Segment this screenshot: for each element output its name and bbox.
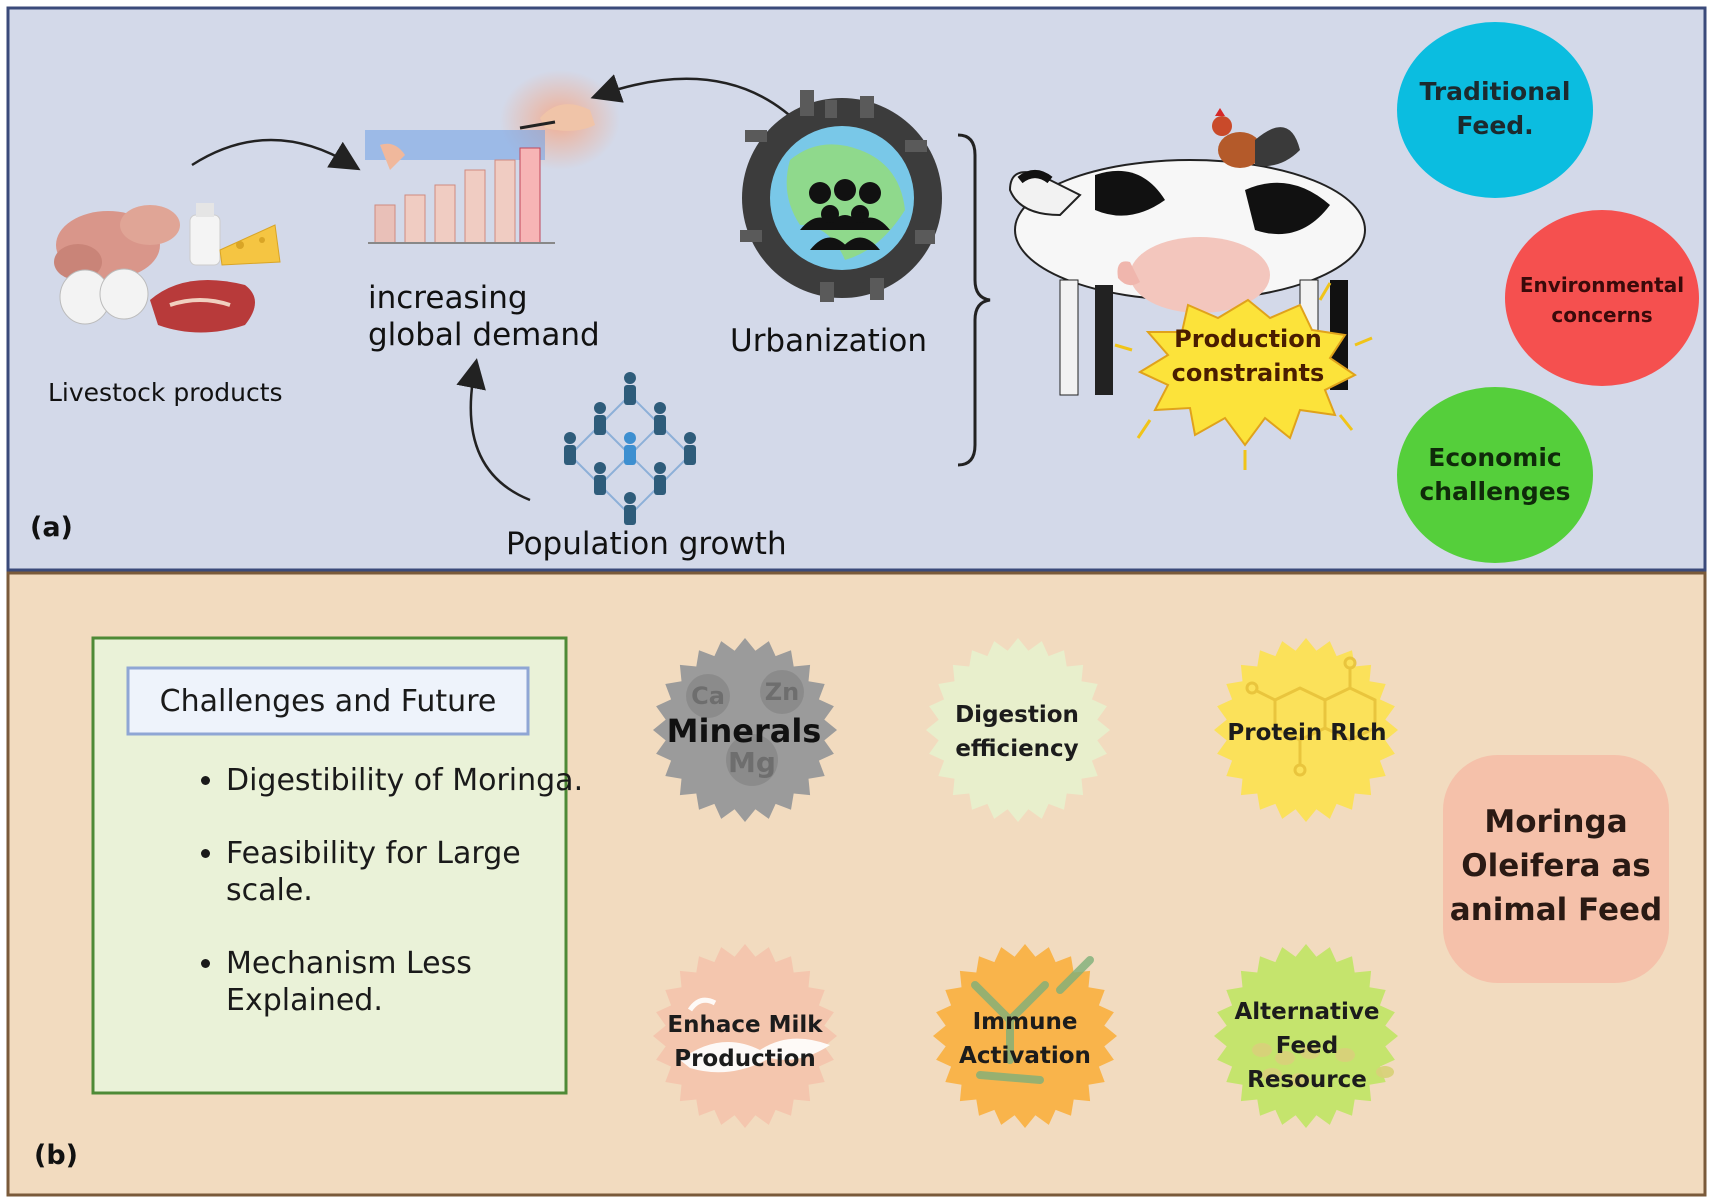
traditional-feed-label: Traditional Feed.	[1419, 77, 1571, 140]
global-demand-chart-icon	[365, 70, 620, 244]
production-constraints-label: Production constraints	[1171, 325, 1325, 387]
arrow-population-to-demand	[456, 358, 531, 502]
badge-shapes	[653, 638, 1398, 1128]
economic-challenges-circle	[1397, 387, 1593, 563]
challenge-item: Feasibility for Large scale.	[226, 835, 586, 909]
immune-activation-label: Immune Activation	[959, 1009, 1091, 1069]
moringa-label: Moringa Oleifera as animal Feed	[1449, 804, 1663, 928]
population-growth-label: Population growth	[506, 526, 787, 562]
minerals-sub-zn: Zn	[764, 678, 800, 706]
livestock-products-label: Livestock products	[48, 378, 283, 407]
urbanization-globe-icon	[740, 90, 942, 302]
protein-rich-label: Protein RIch	[1227, 720, 1387, 746]
environmental-concerns-circle	[1505, 210, 1699, 386]
challenge-item: Mechanism Less Explained.	[226, 945, 586, 1019]
population-people-icon	[564, 372, 696, 525]
minerals-label: Minerals	[666, 712, 822, 750]
urbanization-label: Urbanization	[730, 323, 928, 359]
challenges-title: Challenges and Future	[159, 683, 497, 719]
burst-spikes	[1114, 282, 1373, 470]
moringa-box	[1443, 755, 1669, 983]
panel-b-label: (b)	[34, 1140, 79, 1171]
enhance-milk-label: Enhace Milk Production	[667, 1012, 823, 1072]
milk-splash-icon	[680, 997, 830, 1073]
arrow-urbanization-to-demand	[590, 74, 806, 131]
badge-digestion-shape	[926, 638, 1110, 822]
minerals-sub-ca: Ca	[691, 682, 725, 710]
grouping-brace	[957, 133, 991, 467]
badge-milk-splash-shape	[653, 944, 837, 1128]
badge-molecule-shape	[1214, 638, 1398, 822]
environmental-concerns-label: Environmental concerns	[1519, 273, 1685, 327]
molecule-icon	[1245, 656, 1377, 777]
badge-seeds-shape	[1214, 944, 1398, 1128]
production-constraints-burst	[1137, 298, 1357, 447]
livestock-products-icon	[54, 203, 281, 333]
challenges-list: Digestibility of Moringa. Feasibility fo…	[188, 762, 586, 1055]
antibody-icon	[971, 956, 1094, 1084]
minerals-sub-mg: Mg	[728, 746, 776, 779]
challenges-title-box	[126, 666, 530, 736]
panel-a-label: (a)	[30, 512, 73, 543]
minerals-icon	[686, 670, 804, 786]
global-demand-label: increasing global demand	[368, 280, 600, 353]
economic-challenges-label: Economic challenges	[1419, 443, 1571, 506]
alternative-feed-label: Alternative Feed Resource	[1234, 999, 1380, 1093]
digestion-efficiency-label: Digestion efficiency	[955, 702, 1079, 762]
arrow-livestock-to-demand	[191, 138, 361, 171]
seeds-icon	[1252, 1043, 1394, 1087]
challenge-item: Digestibility of Moringa.	[226, 762, 586, 799]
traditional-feed-circle	[1397, 22, 1593, 198]
